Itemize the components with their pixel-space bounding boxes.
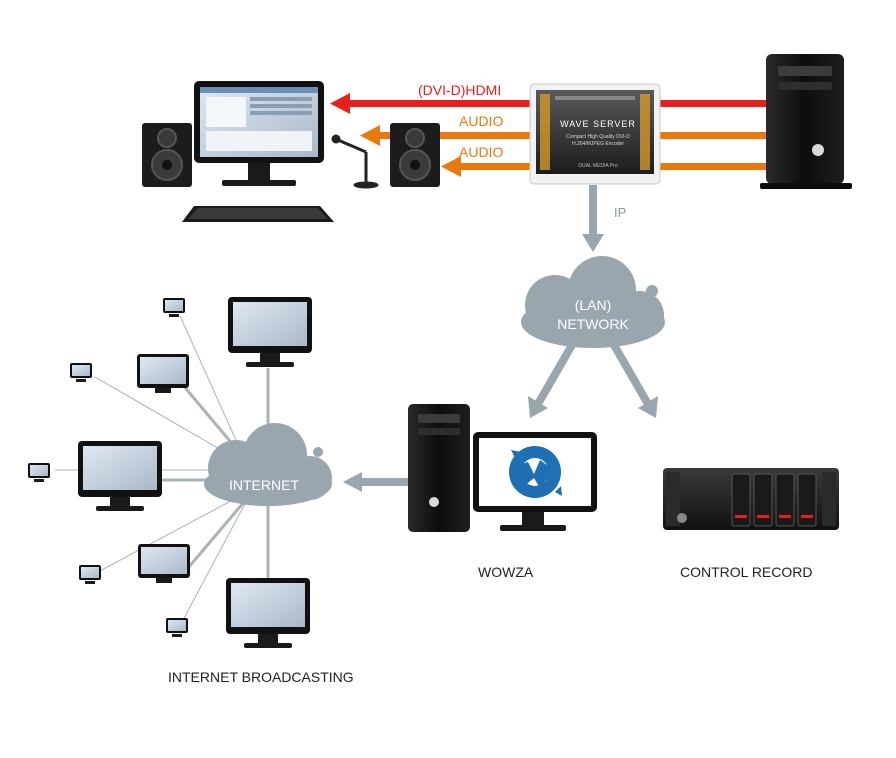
client-monitor-large: [228, 297, 312, 367]
workstation-monitor: [194, 81, 324, 186]
control-record-caption: CONTROL RECORD: [680, 564, 813, 580]
video-link-label: (DVI-D)HDMI: [418, 82, 502, 98]
client-monitor-small: [163, 298, 185, 317]
internet-cloud-label: INTERNET: [229, 477, 299, 493]
internet-broadcasting-caption: INTERNET BROADCASTING: [168, 669, 354, 685]
client-monitor-small: [79, 565, 101, 584]
lan-to-wowza-arrow: [528, 343, 576, 418]
control-record-rack: [663, 468, 839, 530]
client-monitor-medium: [137, 354, 189, 393]
lan-cloud: [521, 256, 665, 348]
client-monitor-large: [226, 578, 310, 648]
client-monitor-medium: [138, 544, 190, 583]
audio-link-arrow-bottom: [441, 156, 766, 177]
audio-link-label-top: AUDIO: [459, 113, 504, 129]
speaker-left: [142, 123, 192, 187]
keyboard: [182, 206, 334, 222]
client-monitor-small: [28, 463, 50, 482]
client-monitor-small: [166, 618, 188, 637]
audio-link-arrow-top: [360, 125, 766, 146]
microphone: [331, 134, 379, 189]
encoder-line2: H.264/MJPEG Encoder: [572, 141, 624, 147]
encoder-line1: Compact High Quality DVI-D: [566, 134, 630, 140]
ip-arrow: [582, 185, 604, 252]
wowza-to-internet-arrow: [343, 472, 408, 492]
internet-cloud: [204, 423, 332, 506]
client-monitor-small: [70, 363, 92, 382]
video-link-arrow: [330, 93, 766, 114]
speaker-right: [390, 123, 440, 187]
audio-link-label-bottom: AUDIO: [459, 144, 504, 160]
lan-to-record-arrow: [610, 343, 658, 418]
encoder-model: DUAL MEDIA Pro: [578, 163, 618, 169]
lan-cloud-label-2: NETWORK: [557, 316, 629, 332]
wowza-tower: [408, 404, 470, 532]
wave-server-encoder: [529, 83, 661, 185]
ip-label: IP: [614, 205, 627, 220]
wowza-logo-icon: [509, 446, 562, 498]
lan-cloud-label-1: (LAN): [574, 297, 612, 313]
wowza-caption: WOWZA: [478, 564, 534, 580]
source-tower-pc: [760, 54, 852, 189]
encoder-brand: WAVE SERVER: [560, 119, 636, 129]
client-monitor-large: [78, 441, 162, 511]
